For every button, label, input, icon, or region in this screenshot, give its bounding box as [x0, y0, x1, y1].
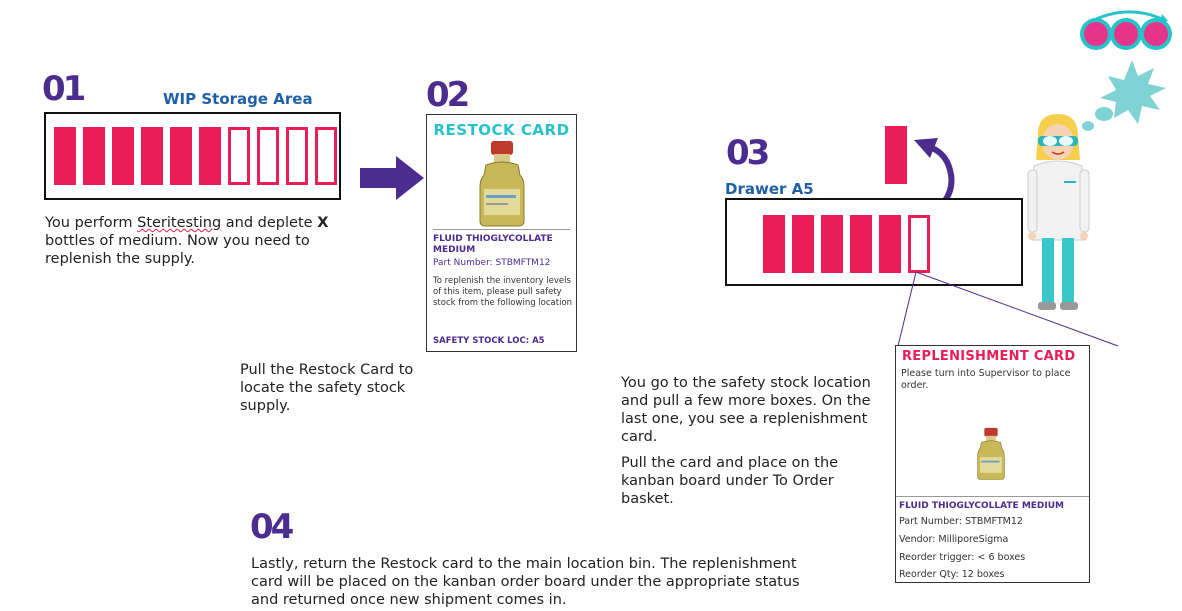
slot-empty	[286, 127, 308, 185]
slot-filled	[763, 215, 785, 273]
slot-empty	[257, 127, 279, 185]
replenishment-card-title: REPLENISHMENT CARD	[902, 349, 1076, 364]
replenishment-reorder-trigger: Reorder trigger: < 6 boxes	[899, 552, 1026, 563]
restock-card: RESTOCK CARD FLUID THIOGLYCOLLATE MEDIUM…	[426, 114, 577, 352]
replenishment-reorder-qty: Reorder Qty: 12 boxes	[899, 569, 1005, 580]
step-3-number: 03	[726, 133, 770, 173]
slot-filled	[792, 215, 814, 273]
replenishment-part-number: Part Number: STBMFTM12	[899, 516, 1023, 527]
drawer-a5-label: Drawer A5	[725, 180, 814, 198]
drawer-a5-bin	[725, 198, 1023, 286]
slot-filled	[112, 127, 134, 185]
step-4-text: Lastly, return the Restock card to the m…	[251, 556, 800, 608]
thought-bubble-icon	[1082, 60, 1166, 131]
restock-product-name: FLUID THIOGLYCOLLATE MEDIUM	[433, 234, 553, 255]
scientist-icon	[1027, 114, 1090, 310]
slot-empty	[315, 127, 337, 185]
connector-lines	[897, 271, 1119, 347]
step-4-number: 04	[250, 507, 294, 547]
replenishment-vendor: Vendor: MilliporeSigma	[899, 534, 1009, 545]
step-1-number: 01	[42, 69, 86, 109]
restock-card-title: RESTOCK CARD	[433, 121, 570, 139]
bottle-icon	[479, 141, 525, 227]
slot-filled	[199, 127, 221, 185]
slot-filled	[83, 127, 105, 185]
restock-part-number: Part Number: STBMFTM12	[433, 258, 551, 268]
step-3-text-1: You go to the safety stock location and …	[621, 375, 871, 445]
slot-filled	[879, 215, 901, 273]
step-2-number: 02	[426, 75, 470, 115]
replenishment-card: REPLENISHMENT CARD Please turn into Supe…	[895, 345, 1090, 583]
restock-instructions: To replenish the inventory levels of thi…	[433, 276, 573, 308]
slot-empty	[908, 215, 930, 273]
wip-storage-bin	[44, 112, 341, 200]
slot-filled	[850, 215, 872, 273]
slot-filled	[170, 127, 192, 185]
bottle-icon	[977, 427, 1005, 480]
slot-filled	[821, 215, 843, 273]
slot-filled	[54, 127, 76, 185]
step-2-caption: Pull the Restock Card to locate the safe…	[240, 362, 414, 414]
replenishment-product-name: FLUID THIOGLYCOLLATE MEDIUM	[899, 501, 1065, 511]
right-arrow-icon	[360, 156, 424, 200]
step-1-text: You perform Steritesting and deplete X b…	[45, 215, 329, 267]
three-dots-logo-icon	[1080, 10, 1172, 50]
slot-filled	[141, 127, 163, 185]
slot-empty	[228, 127, 250, 185]
restock-safety-stock: SAFETY STOCK LOC: A5	[433, 336, 545, 346]
replenishment-note: Please turn into Supervisor to place ord…	[901, 368, 1071, 391]
step-3-text-2: Pull the card and place on the kanban bo…	[621, 455, 839, 507]
wip-storage-label: WIP Storage Area	[163, 90, 313, 108]
pulled-box	[885, 126, 907, 184]
